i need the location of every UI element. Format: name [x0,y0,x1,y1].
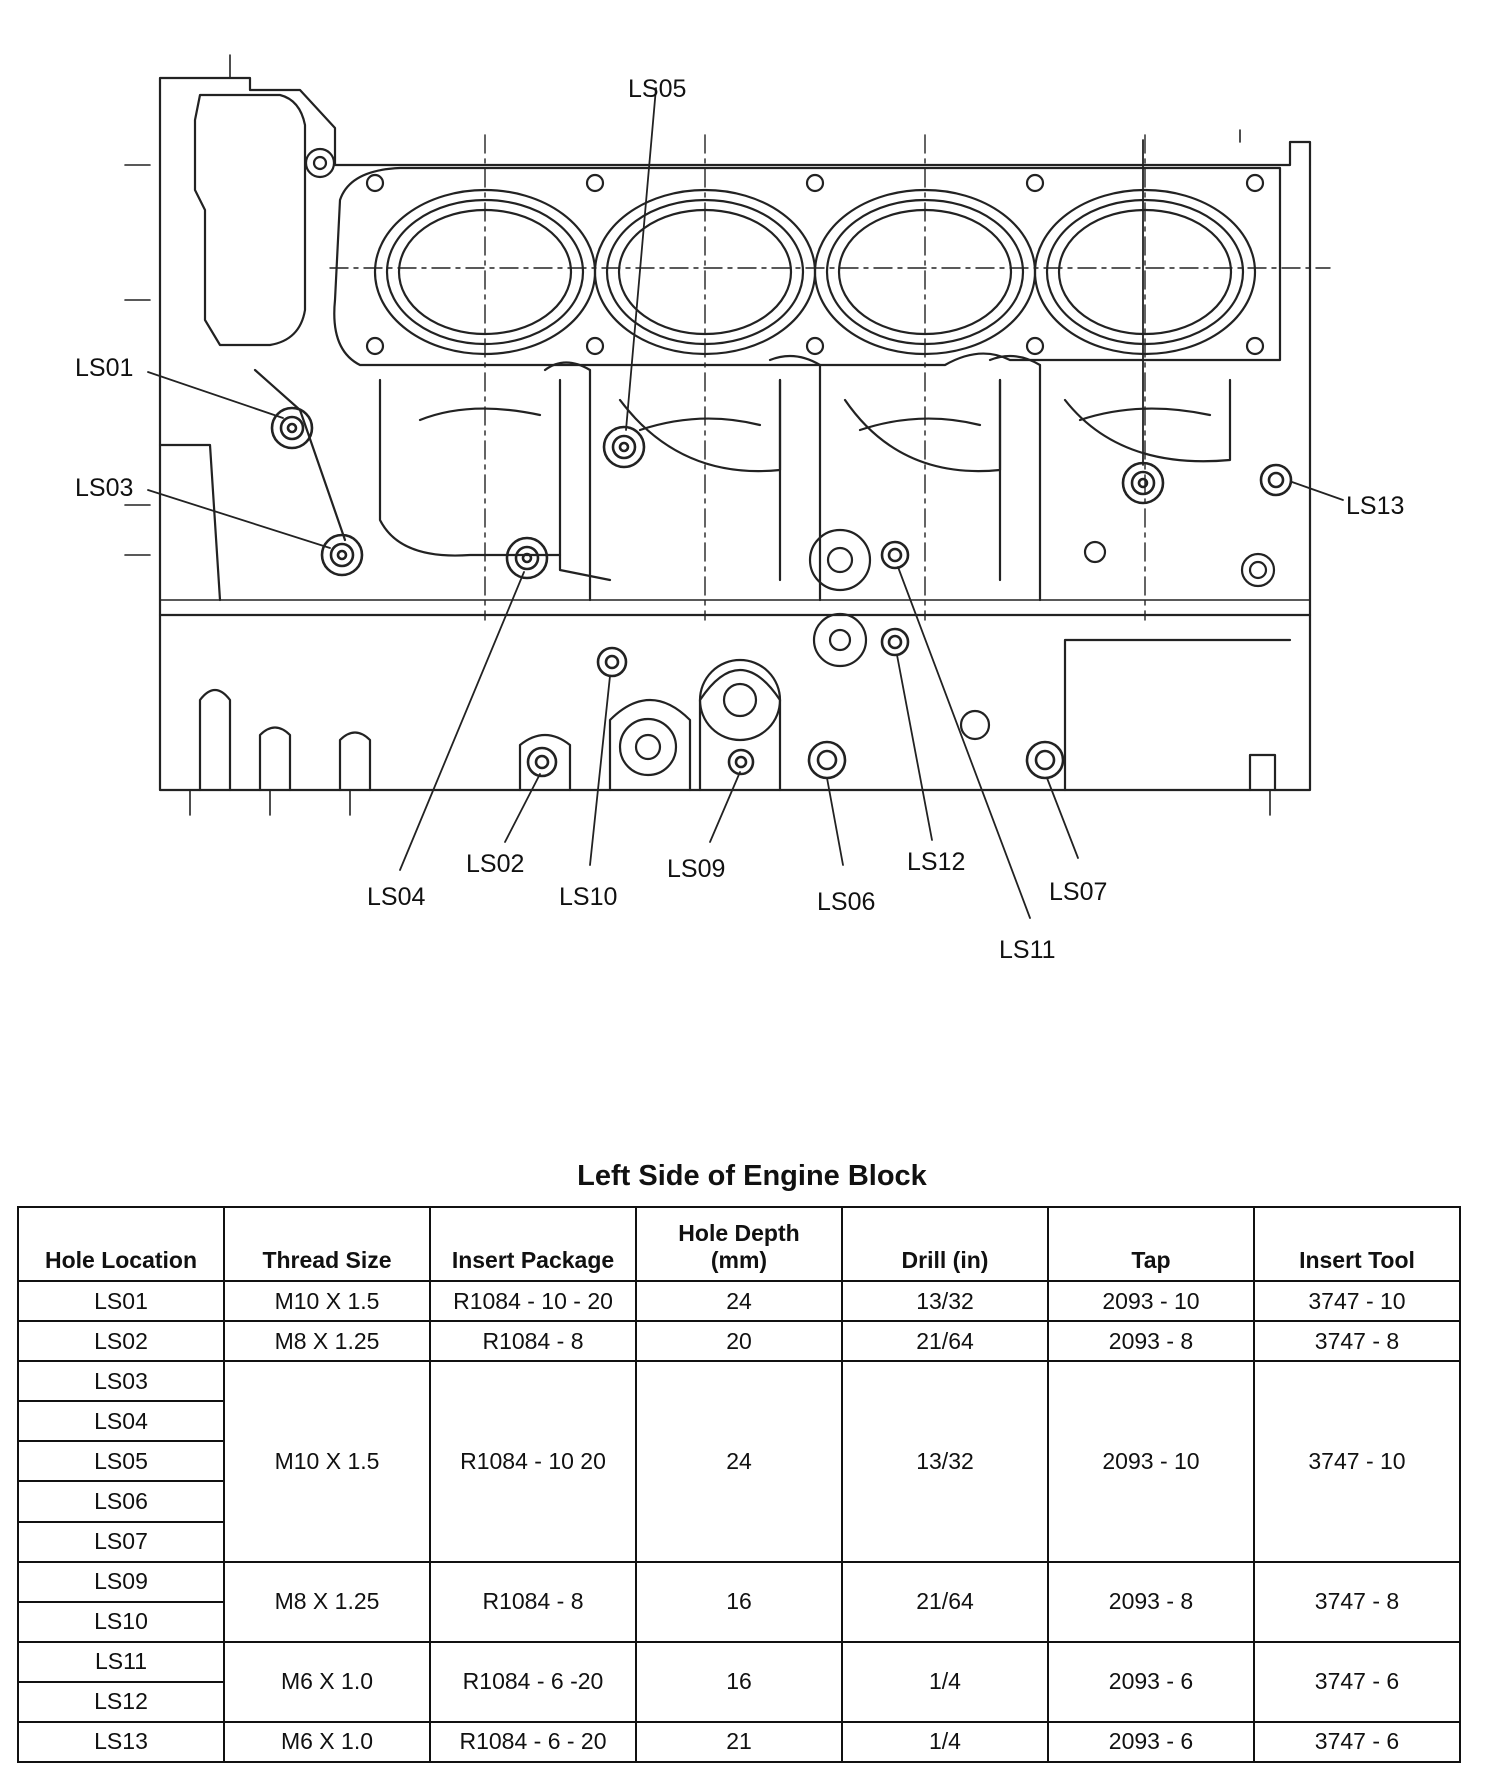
tap-cell: 2093 - 6 [1047,1640,1255,1723]
tap-cell: 2093 - 10 [1047,1280,1255,1323]
callout-ls01: LS01 [75,354,133,382]
hole-cell: LS01 [17,1280,225,1323]
thread-cell: M8 X 1.25 [223,1560,431,1643]
deck-gasket-outline [333,166,1282,367]
drill-cell: 1/4 [841,1640,1049,1723]
table-row: LS10 [17,1600,1460,1643]
dimension-ticks [124,54,1271,816]
table-row: LS06 [17,1480,1460,1523]
table-row: LS09 M8 X 1.25 R1084 - 8 16 21/64 2093 -… [17,1560,1461,1643]
header-tap: Tap [1047,1205,1255,1283]
hole-cell: LS09 [17,1560,225,1603]
callout-ls09: LS09 [667,855,725,883]
insert-cell: R1084 - 10 - 20 [429,1280,637,1323]
drill-cell: 13/32 [841,1280,1049,1323]
header-hole-depth-line1: Hole Depth [678,1220,800,1247]
insert-cell: R1084 - 8 [429,1320,637,1363]
header-drill: Drill (in) [841,1205,1049,1283]
table-row: LS05 [17,1440,1460,1483]
callout-ls11: LS11 [999,936,1056,964]
tool-cell: 3747 - 6 [1253,1640,1461,1723]
header-hole-depth: Hole Depth(mm) [635,1205,843,1283]
cylinder-bores [373,188,1257,356]
front-cover-outline [193,93,307,347]
insert-cell: R1084 - 8 [429,1560,637,1643]
hole-cell: LS13 [17,1720,225,1764]
thread-cell: M10 X 1.5 [223,1360,431,1563]
tool-cell: 3747 - 8 [1253,1320,1461,1363]
tool-cell: 3747 - 8 [1253,1560,1461,1643]
tool-cell: 3747 - 6 [1253,1720,1461,1764]
drill-cell: 21/64 [841,1320,1049,1363]
table-row: LS11 M6 X 1.0 R1084 - 6 -20 16 1/4 2093 … [17,1640,1461,1723]
tap-cell: 2093 - 10 [1047,1360,1255,1563]
insert-spec-table: Hole Location Thread Size Insert Package… [17,1205,1461,1764]
header-hole-location: Hole Location [17,1205,225,1283]
table-row: LS03 M10 X 1.5 R1084 - 10 20 24 13/32 20… [17,1360,1461,1563]
hole-cell: LS11 [17,1640,225,1683]
callout-ls06: LS06 [817,888,875,916]
table-row: LS07 [17,1520,1460,1563]
insert-holes [270,406,1293,780]
hole-cell: LS05 [17,1440,225,1483]
header-row: Hole Location Thread Size Insert Package… [17,1205,1461,1283]
hole-cell: LS06 [17,1480,225,1523]
callout-ls04: LS04 [367,883,425,911]
depth-cell: 24 [635,1360,843,1563]
table-row: LS01 M10 X 1.5 R1084 - 10 - 20 24 13/32 … [17,1280,1461,1323]
header-thread-size: Thread Size [223,1205,431,1283]
table-title: Left Side of Engine Block [577,1160,927,1192]
thread-cell: M8 X 1.25 [223,1320,431,1363]
tap-cell: 2093 - 8 [1047,1320,1255,1363]
head-bolt-holes [365,173,1265,356]
hole-cell: LS03 [17,1360,225,1403]
engine-block-diagram: LS01 LS03 LS05 LS13 LS02 LS04 LS10 LS09 … [75,54,1404,964]
depth-cell: 16 [635,1560,843,1643]
header-insert-tool: Insert Tool [1253,1205,1461,1283]
callout-ls02: LS02 [466,850,524,878]
header-insert-package: Insert Package [429,1205,637,1283]
drill-cell: 21/64 [841,1560,1049,1643]
hole-cell: LS12 [17,1680,225,1723]
block-outline [158,76,1312,792]
insert-cell: R1084 - 10 20 [429,1360,637,1563]
tool-cell: 3747 - 10 [1253,1280,1461,1323]
thread-cell: M10 X 1.5 [223,1280,431,1323]
callout-ls05: LS05 [628,75,686,103]
callout-ls13: LS13 [1346,492,1404,520]
callout-ls03: LS03 [75,474,133,502]
table-row: LS04 [17,1400,1460,1443]
drill-cell: 1/4 [841,1720,1049,1764]
hole-cell: LS07 [17,1520,225,1563]
table-row: LS13 M6 X 1.0 R1084 - 6 - 20 21 1/4 2093… [17,1720,1461,1764]
lower-bosses [198,528,1292,792]
callout-ls10: LS10 [559,883,617,911]
hole-cell: LS04 [17,1400,225,1443]
drill-cell: 13/32 [841,1360,1049,1563]
insert-cell: R1084 - 6 - 20 [429,1720,637,1764]
callout-ls07: LS07 [1049,878,1107,906]
header-hole-depth-line2: (mm) [710,1247,768,1274]
front-cover-boss [304,147,336,179]
callout-ls12: LS12 [907,848,965,876]
table-row: LS12 [17,1680,1460,1723]
crankcase-ribs [158,354,1232,602]
tap-cell: 2093 - 6 [1047,1720,1255,1764]
insert-cell: R1084 - 6 -20 [429,1640,637,1723]
depth-cell: 24 [635,1280,843,1323]
depth-cell: 21 [635,1720,843,1764]
thread-cell: M6 X 1.0 [223,1720,431,1764]
leader-lines [147,87,1344,919]
tap-cell: 2093 - 8 [1047,1560,1255,1643]
depth-cell: 20 [635,1320,843,1363]
depth-cell: 16 [635,1640,843,1723]
table-row: LS02 M8 X 1.25 R1084 - 8 20 21/64 2093 -… [17,1320,1461,1363]
hole-cell: LS02 [17,1320,225,1363]
tool-cell: 3747 - 10 [1253,1360,1461,1563]
thread-cell: M6 X 1.0 [223,1640,431,1723]
hole-cell: LS10 [17,1600,225,1643]
